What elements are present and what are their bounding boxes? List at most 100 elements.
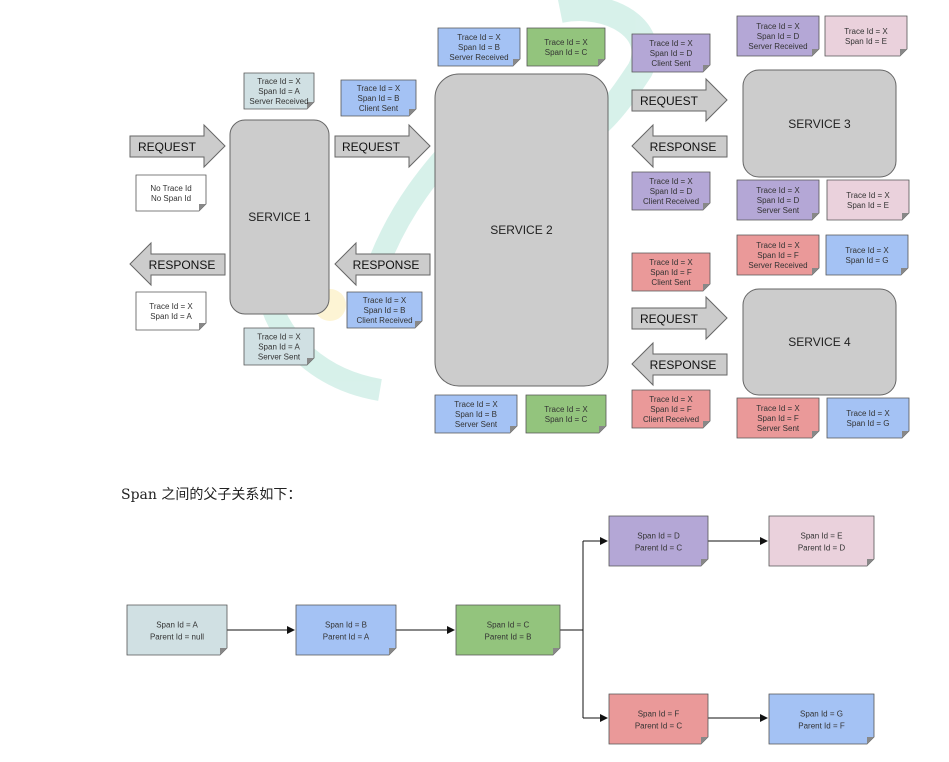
note-line: Span Id = B <box>458 43 500 52</box>
note-line: Span Id = G <box>847 419 890 428</box>
svg-text:REQUEST: REQUEST <box>640 312 699 326</box>
note-line: Span Id = B <box>455 410 497 419</box>
note-line: Trace Id = X <box>257 332 301 341</box>
response-arrow-2: RESPONSE <box>334 241 431 287</box>
note-line: Server Sent <box>455 420 498 429</box>
service-4-label: SERVICE 4 <box>788 335 851 349</box>
note-line: Trace Id = X <box>844 27 888 36</box>
svg-text:RESPONSE: RESPONSE <box>149 258 216 272</box>
note-line: Trace Id = X <box>846 409 890 418</box>
span-node-g: Span Id = G Parent Id = F <box>768 693 875 745</box>
note-line: Trace Id = X <box>544 405 588 414</box>
note-line: Server Received <box>748 261 807 270</box>
response-arrow-1: RESPONSE <box>129 241 226 287</box>
service-3: SERVICE 3 <box>742 69 897 178</box>
request-arrow-2: REQUEST <box>334 123 431 169</box>
note-line: Span Id = A <box>258 342 300 351</box>
note-line: Span Id = F <box>650 405 692 414</box>
note-line: Span Id = B <box>325 621 367 630</box>
note-line: Span Id = A <box>150 312 192 321</box>
request-arrow-4: REQUEST <box>631 295 728 341</box>
note-line: Trace Id = X <box>363 296 407 305</box>
note-line: Trace Id = X <box>457 33 501 42</box>
note-line: Trace Id = X <box>756 186 800 195</box>
note-line: Parent Id = C <box>635 722 683 731</box>
note-line: No Trace Id <box>150 184 191 193</box>
note-line: Server Received <box>249 97 308 106</box>
note-line: Span Id = C <box>545 48 588 57</box>
note-line: Span Id = G <box>800 710 843 719</box>
note-line: Trace Id = X <box>257 77 301 86</box>
note-line: Span Id = F <box>650 268 692 277</box>
note-line: Span Id = C <box>487 621 530 630</box>
note-line: Span Id = F <box>757 251 799 260</box>
note-line: Span Id = D <box>650 187 693 196</box>
note-line: Client Sent <box>651 278 691 287</box>
caption: Span 之间的父子关系如下： <box>121 487 302 503</box>
request-arrow-1: REQUEST <box>129 123 226 169</box>
note-line: Server Received <box>748 42 807 51</box>
note-line: Trace Id = X <box>756 404 800 413</box>
note-line: Trace Id = X <box>649 258 693 267</box>
note-line: Span Id = G <box>846 256 889 265</box>
note-line: Parent Id = F <box>798 722 845 731</box>
note-line: Server Sent <box>258 352 301 361</box>
response-arrow-3: RESPONSE <box>631 123 728 169</box>
svg-text:REQUEST: REQUEST <box>342 140 401 154</box>
note-line: Span Id = E <box>845 37 887 46</box>
svg-text:RESPONSE: RESPONSE <box>353 258 420 272</box>
note-line: Trace Id = X <box>649 177 693 186</box>
note-line: Parent Id = null <box>150 633 204 642</box>
note-line: Trace Id = X <box>454 400 498 409</box>
note-line: Trace Id = X <box>845 246 889 255</box>
note-line: Client Received <box>643 197 699 206</box>
note-line: Trace Id = X <box>544 38 588 47</box>
service-4: SERVICE 4 <box>742 288 897 396</box>
note-line: Server Received <box>449 53 508 62</box>
note-line: Span Id = D <box>650 49 693 58</box>
note-line: Trace Id = X <box>357 84 401 93</box>
note-line: Span Id = C <box>545 415 588 424</box>
note-line: Trace Id = X <box>756 241 800 250</box>
note-line: Span Id = D <box>757 32 800 41</box>
svg-text:REQUEST: REQUEST <box>640 94 699 108</box>
note-line: Client Received <box>356 316 412 325</box>
note-line: Parent Id = A <box>323 633 370 642</box>
svg-text:RESPONSE: RESPONSE <box>650 140 717 154</box>
note-line: Span Id = E <box>800 532 842 541</box>
note-line: Trace Id = X <box>846 191 890 200</box>
service-2: SERVICE 2 <box>434 73 609 387</box>
note-line: Span Id = E <box>847 201 889 210</box>
service-1: SERVICE 1 <box>229 119 330 315</box>
note-line: Server Sent <box>757 206 800 215</box>
note-line: Server Sent <box>757 424 800 433</box>
note-line: Span Id = B <box>357 94 399 103</box>
response-arrow-4: RESPONSE <box>631 341 728 387</box>
note-line: Trace Id = X <box>649 395 693 404</box>
